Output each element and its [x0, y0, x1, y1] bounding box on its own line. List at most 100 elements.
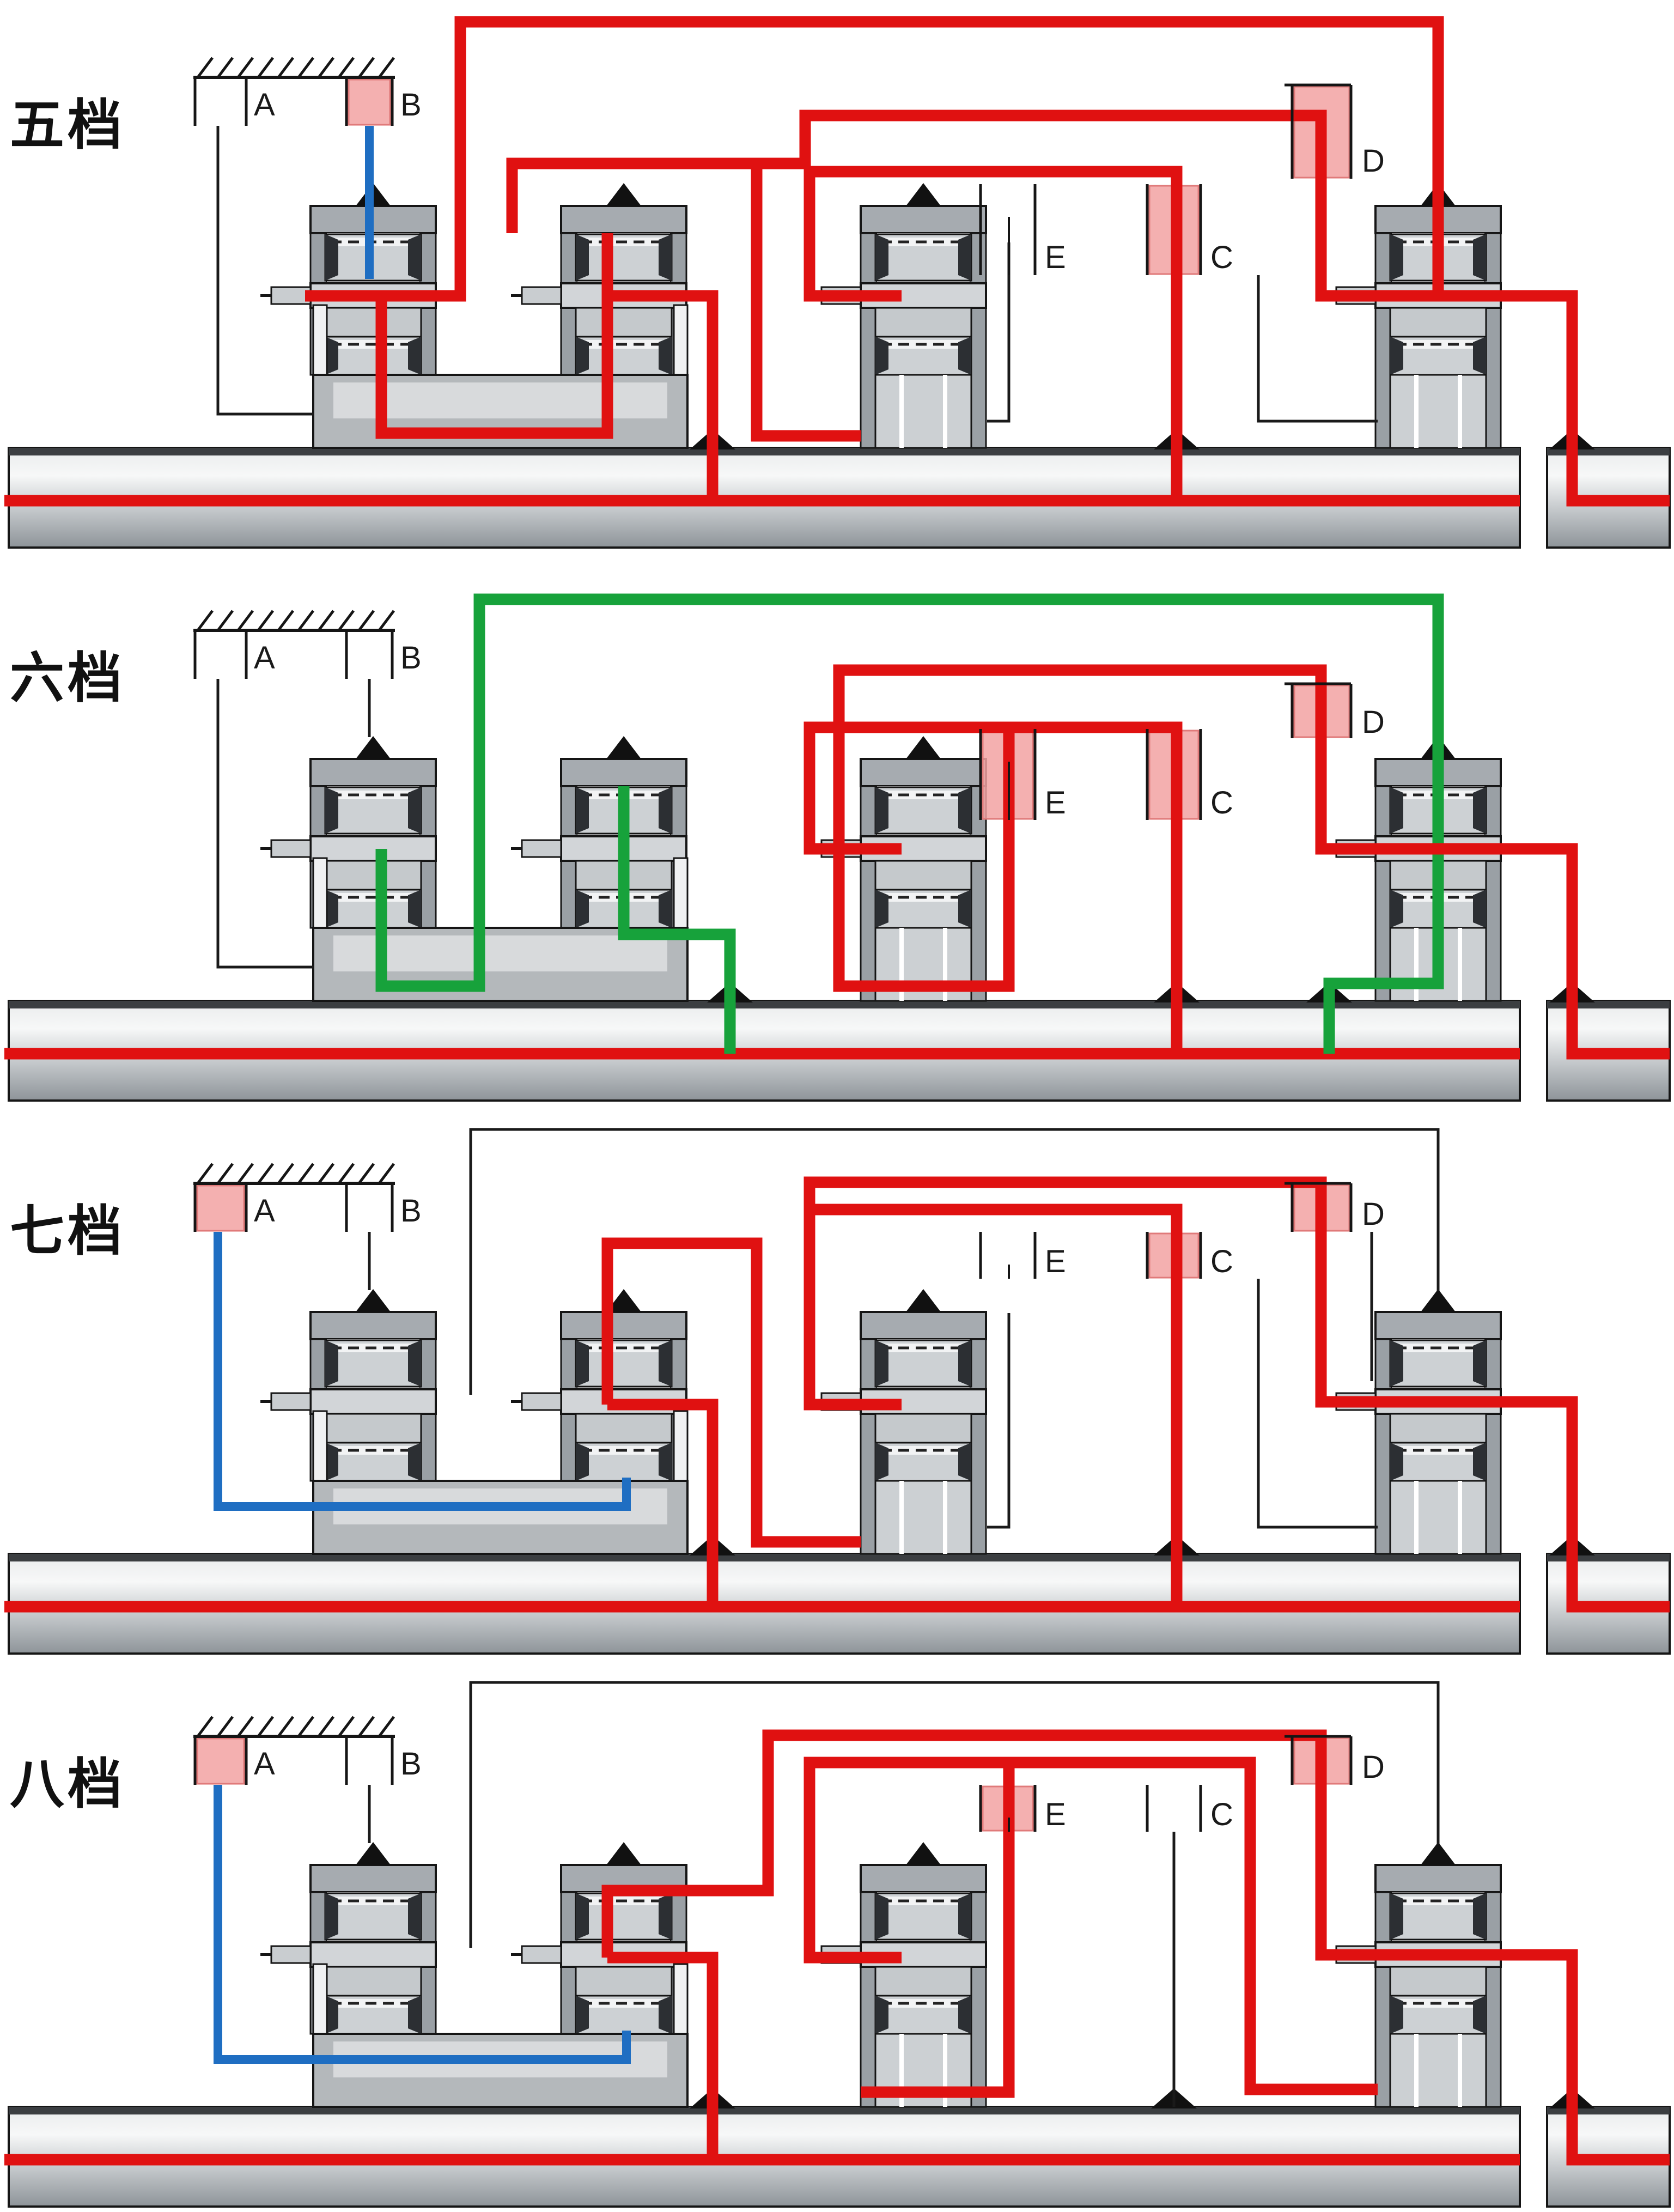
- gear-side-wedge: [1473, 1340, 1486, 1387]
- sun-gear-body: [575, 307, 673, 338]
- gear-side-wedge: [958, 1443, 971, 1481]
- tower-pointer-triangle: [356, 1842, 391, 1865]
- tower-cap: [309, 1864, 437, 1893]
- sun-gear-body: [874, 860, 972, 891]
- ground-hatch-tick: [217, 1716, 234, 1737]
- gear-side-wedge: [875, 890, 888, 928]
- gear-side-wedge: [576, 1340, 589, 1387]
- gear-side-wedge: [1473, 787, 1486, 834]
- gear-side-wedge: [659, 1340, 672, 1387]
- ground-hatch-tick: [197, 610, 214, 631]
- gear-side-wedge: [1390, 787, 1403, 834]
- clutch-B-label: B: [400, 640, 422, 676]
- gear-side-wedge: [659, 234, 672, 281]
- gear-side-wedge: [1473, 1443, 1486, 1481]
- clutch-B-label: B: [400, 87, 422, 123]
- clutch-D-label: D: [1362, 1749, 1385, 1785]
- gear-side-wedge: [958, 787, 971, 834]
- carrier-bar: [309, 1388, 437, 1415]
- tower-pointer-triangle: [606, 183, 641, 206]
- ground-hatch-tick: [197, 57, 214, 78]
- gear-side-wedge: [408, 1996, 421, 2034]
- ground-hatch-tick: [297, 1163, 314, 1184]
- gear-side-wedge: [325, 1893, 338, 1940]
- tower-cap: [860, 205, 987, 234]
- power-flow-red-6: [607, 290, 719, 501]
- gear-side-wedge: [875, 337, 888, 375]
- clutch-structure: [193, 1716, 1353, 1832]
- power-flow-green-3: [618, 786, 736, 1054]
- gear-side-wedge: [1390, 890, 1403, 928]
- stub-shaft: [270, 286, 312, 305]
- tower-cap: [560, 1311, 687, 1340]
- gear-side-wedge: [875, 1443, 888, 1481]
- planetary-gearset-2: [511, 183, 687, 376]
- sun-gear-body: [1389, 1966, 1487, 1997]
- carrier-tub-inner: [333, 935, 667, 971]
- main-shaft-top-edge: [9, 1554, 1520, 1561]
- gear-side-wedge: [875, 787, 888, 834]
- tower-cap: [860, 1311, 987, 1340]
- gear-label-6: 六档: [10, 646, 125, 710]
- clutch-D-label: D: [1362, 143, 1385, 179]
- clutch-E-label: E: [1045, 1797, 1066, 1832]
- planetary-gearset-4: [1325, 183, 1502, 449]
- clutch-B-label: B: [400, 1193, 422, 1229]
- ground-hatch-tick: [297, 1716, 314, 1737]
- tower-column: [1389, 1480, 1487, 1555]
- carrier-bar: [309, 1941, 437, 1968]
- gear-side-wedge: [958, 1893, 971, 1940]
- ground-hatch-tick: [318, 57, 334, 78]
- tower-pointer-triangle: [606, 736, 641, 759]
- gear-side-wedge: [408, 1443, 421, 1481]
- gear-side-wedge: [408, 337, 421, 375]
- gear-side-wedge: [659, 337, 672, 375]
- gear-label-7: 七档: [10, 1199, 125, 1263]
- gear-side-wedge: [408, 1340, 421, 1387]
- gear-side-wedge: [1473, 890, 1486, 928]
- tower-cap: [560, 205, 687, 234]
- ground-hatch-tick: [217, 1163, 234, 1184]
- power-flow-green-2: [375, 593, 1444, 1054]
- mechanical-link-line: [987, 1313, 1011, 1529]
- ground-hatch-tick: [297, 610, 314, 631]
- stub-shaft: [521, 1945, 562, 1964]
- gear-side-wedge: [408, 1893, 421, 1940]
- tower-column: [1389, 2033, 1487, 2108]
- clutch-E-label: E: [1045, 1244, 1066, 1279]
- gear-side-wedge: [325, 337, 338, 375]
- sun-gear-body: [575, 1966, 673, 1997]
- tower-cap: [560, 758, 687, 787]
- gear-side-wedge: [408, 787, 421, 834]
- planetary-gearset-1: [260, 736, 437, 929]
- gear-label-8: 八档: [10, 1752, 125, 1816]
- power-flow-red-5: [803, 1176, 1670, 1613]
- stub-shaft: [521, 839, 562, 858]
- gear-side-wedge: [1473, 1996, 1486, 2034]
- tower-pointer-triangle: [606, 1842, 641, 1865]
- gear-side-wedge: [325, 1443, 338, 1481]
- tower-pointer-triangle: [1421, 1842, 1456, 1865]
- planetary-gearset-1: [260, 183, 437, 376]
- mechanical-link-line: [216, 126, 314, 416]
- ground-hatch-tick: [197, 1716, 214, 1737]
- ground-hatch-tick: [257, 1716, 274, 1737]
- tower-cap: [1374, 1311, 1502, 1340]
- tower-shell-left: [1374, 1891, 1393, 2108]
- gear-side-wedge: [408, 234, 421, 281]
- gear-side-wedge: [1473, 234, 1486, 281]
- gear-side-wedge: [576, 234, 589, 281]
- clutch-C-label: C: [1210, 1797, 1233, 1832]
- tower-pointer-triangle: [906, 1842, 941, 1865]
- ground-hatch-tick: [318, 1716, 334, 1737]
- clutch-C-label: C: [1210, 785, 1233, 821]
- mechanical-link-line: [1257, 1279, 1378, 1529]
- ground-hatch-tick: [378, 1716, 395, 1737]
- gear-side-wedge: [958, 890, 971, 928]
- tower-shell-left: [860, 785, 878, 1002]
- tower-cap: [860, 758, 987, 787]
